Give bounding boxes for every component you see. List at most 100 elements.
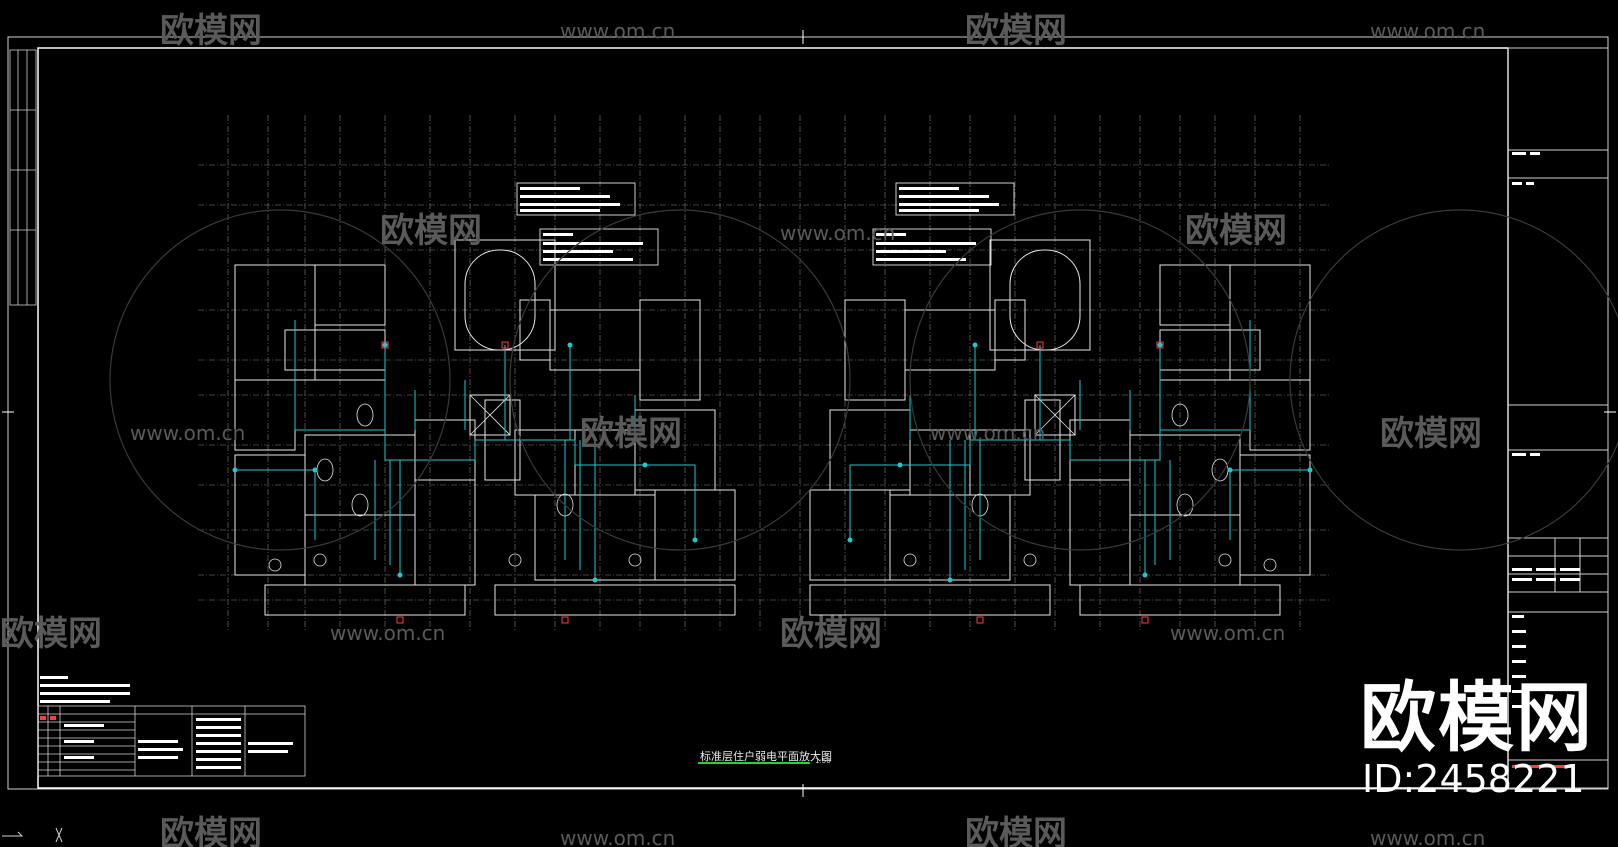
title-block-text bbox=[1512, 152, 1580, 768]
outlet-point bbox=[312, 467, 318, 473]
watermark-logo: 欧模网 bbox=[580, 414, 682, 454]
outlet-point bbox=[397, 572, 403, 578]
fixture-circle bbox=[1218, 553, 1232, 567]
legend-table bbox=[37, 705, 306, 777]
outlet-point bbox=[692, 537, 698, 543]
drawing-title: 标准层住户弱电平面放大图 bbox=[700, 750, 832, 763]
note-box-right bbox=[895, 182, 1015, 216]
outlet-point bbox=[1142, 572, 1148, 578]
watermark-logo: 欧模网 bbox=[0, 614, 102, 654]
outlet-point bbox=[972, 342, 978, 348]
wiring-run bbox=[645, 464, 696, 540]
toilet-fixture bbox=[1171, 403, 1189, 427]
outlet-point bbox=[1157, 342, 1163, 348]
sheet-inner-border bbox=[37, 47, 1509, 789]
weak-current-wiring bbox=[232, 320, 1313, 624]
wall-outline bbox=[1159, 379, 1251, 431]
toilet-fixture bbox=[316, 458, 334, 482]
outlet-point bbox=[1227, 467, 1233, 473]
drawing-title-underline bbox=[698, 762, 810, 764]
toilet-fixture bbox=[1211, 458, 1229, 482]
frame-center-marks bbox=[2, 30, 1616, 797]
wall-outline bbox=[304, 434, 416, 516]
fixture-circle bbox=[628, 553, 642, 567]
drawing-scale: 1:50 bbox=[815, 757, 831, 765]
toilet-fixture bbox=[356, 403, 374, 427]
watermark-arcs bbox=[109, 209, 1618, 551]
watermark-logo: 欧模网 bbox=[965, 11, 1067, 51]
watermark-site: www.om.cn bbox=[560, 826, 675, 847]
watermark-logo: 欧模网 bbox=[160, 11, 262, 51]
wall-outline bbox=[844, 299, 906, 401]
elevator-cross bbox=[469, 394, 511, 436]
wall-outline bbox=[264, 584, 466, 616]
wall-outline bbox=[829, 409, 911, 491]
wall-outline bbox=[904, 309, 996, 371]
watermark-site: www.om.cn bbox=[780, 221, 895, 245]
outlet-point bbox=[947, 577, 953, 583]
annotation-boxes bbox=[516, 182, 1015, 266]
panel-marker bbox=[561, 616, 569, 624]
elevator-cross bbox=[1034, 394, 1076, 436]
ucs-axis-icon bbox=[2, 827, 63, 843]
wall-outline bbox=[549, 309, 641, 371]
wall-outline bbox=[1159, 264, 1231, 326]
fixture-circle bbox=[1023, 553, 1037, 567]
floor-plan-walls bbox=[234, 239, 1311, 616]
watermark-logo: 欧模网 bbox=[965, 814, 1067, 847]
wall-outline bbox=[1079, 584, 1281, 616]
wall-outline bbox=[314, 264, 386, 326]
panel-marker bbox=[381, 341, 389, 349]
outlet-point bbox=[592, 577, 598, 583]
overlay-id-label: ID:2458221 bbox=[1362, 757, 1585, 801]
fixture-circle bbox=[903, 553, 917, 567]
watermark-site: www.om.cn bbox=[930, 421, 1045, 445]
wall-outline bbox=[494, 584, 736, 616]
note-box-left bbox=[516, 182, 636, 216]
fixture-circle bbox=[1263, 558, 1277, 572]
panel-marker bbox=[1156, 341, 1164, 349]
panel-marker bbox=[1141, 616, 1149, 624]
note-box-left-2 bbox=[539, 228, 659, 266]
outlet-point bbox=[1307, 467, 1313, 473]
binding-strip bbox=[9, 49, 37, 306]
rounded-void bbox=[1009, 249, 1081, 351]
elevator-shaft bbox=[469, 394, 511, 436]
wall-outline bbox=[809, 584, 1051, 616]
note-box-right-2 bbox=[872, 228, 992, 266]
wall-outline bbox=[284, 329, 386, 371]
fixture-circle bbox=[268, 558, 282, 572]
panel-marker bbox=[976, 616, 984, 624]
watermark-logo: 欧模网 bbox=[160, 814, 262, 847]
watermark-layer: 欧模网 欧模网 欧模网 欧模网 欧模网 欧模网 欧模网 欧模网 欧模网 欧模网 bbox=[0, 11, 1482, 847]
wall-outline bbox=[234, 454, 306, 576]
toilet-fixture bbox=[351, 493, 369, 517]
wiring-run bbox=[900, 320, 1251, 466]
watermark-site: www.om.cn bbox=[1370, 826, 1485, 847]
watermark-site-layer: www.om.cn www.om.cn www.om.cn www.om.cn … bbox=[130, 19, 1485, 847]
axis-grid bbox=[198, 115, 1330, 630]
watermark-site: www.om.cn bbox=[560, 19, 675, 43]
wiring-run bbox=[294, 320, 645, 466]
legend-text-lines bbox=[40, 676, 293, 769]
watermark-logo: 欧模网 bbox=[380, 211, 482, 251]
outlet-point bbox=[567, 342, 573, 348]
wall-outline bbox=[1129, 434, 1241, 516]
rounded-void bbox=[464, 249, 536, 351]
title-block bbox=[1507, 47, 1609, 789]
toilet-fixture bbox=[1176, 493, 1194, 517]
watermark-logo: 欧模网 bbox=[1185, 211, 1287, 251]
overlay-brand-logo: 欧模网 bbox=[1360, 673, 1594, 762]
panel-marker bbox=[501, 341, 509, 349]
fixture-circle bbox=[313, 553, 327, 567]
panel-marker bbox=[396, 616, 404, 624]
watermark-site: www.om.cn bbox=[1370, 19, 1485, 43]
watermark-logo: 欧模网 bbox=[780, 614, 882, 654]
watermark-site: www.om.cn bbox=[330, 621, 445, 645]
annotation-text-lines bbox=[520, 187, 999, 261]
watermark-logo: 欧模网 bbox=[1380, 414, 1482, 454]
outlet-point bbox=[642, 462, 648, 468]
wall-outline bbox=[639, 299, 701, 401]
outlet-point bbox=[232, 467, 238, 473]
